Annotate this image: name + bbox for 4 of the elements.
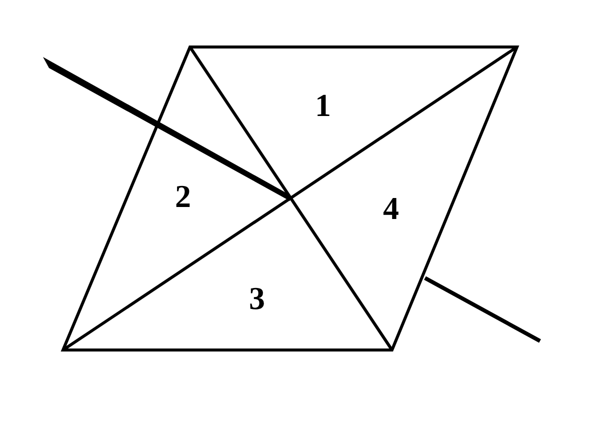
region-number: 4 [383, 192, 399, 224]
region-number: 1 [315, 89, 331, 121]
region-number: 2 [175, 180, 191, 212]
region-number: 3 [249, 282, 265, 314]
